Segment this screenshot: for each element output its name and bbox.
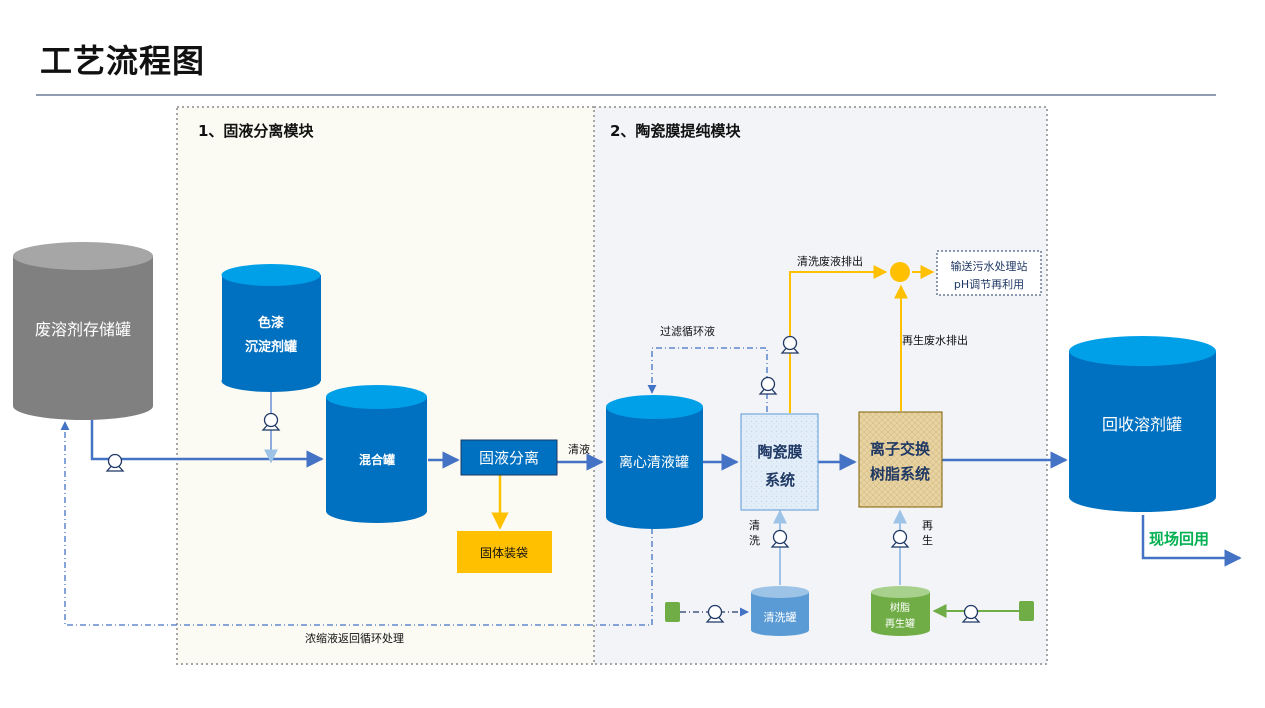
tank-cleaning-label: 清洗罐: [764, 611, 797, 624]
module-ceramic-title: 2、陶瓷膜提纯模块: [610, 122, 741, 140]
tank-cleaning: 清洗罐: [751, 586, 809, 636]
label-regen-discharge: 再生废水排出: [902, 333, 968, 347]
pump-icon: [770, 529, 790, 548]
box-solid-bagging: 固体装袋: [457, 531, 552, 573]
label-concentrate-return: 浓缩液返回循环处理: [305, 631, 404, 645]
tank-paint-settler-label-1: 色漆: [258, 315, 284, 331]
supply-node-right: [1019, 601, 1034, 621]
box-ceramic-membrane-label-2: 系统: [765, 471, 795, 489]
label-filter-loop: 过滤循环液: [660, 324, 715, 338]
pump-icon: [105, 453, 125, 472]
tank-mixing: 混合罐: [326, 385, 427, 523]
label-onsite-reuse: 现场回用: [1149, 530, 1209, 548]
label-regen-2: 生: [922, 533, 933, 547]
box-solid-liquid-separator-label: 固液分离: [479, 449, 539, 467]
tank-centrifuge-clear: 离心清液罐: [606, 395, 703, 529]
pump-icon: [890, 529, 910, 548]
label-clear-liquid: 清液: [568, 442, 590, 456]
tank-paint-settler-label-2: 沉淀剂罐: [245, 339, 297, 355]
tank-resin-regen-label-1: 树脂: [890, 601, 910, 614]
pipe-concentrate-return: [60, 421, 653, 626]
label-wash-discharge: 清洗废液排出: [797, 254, 863, 268]
pump-icon: [758, 376, 778, 395]
tank-paint-settler: 色漆 沉淀剂罐: [221, 264, 321, 392]
tank-waste-solvent: 废溶剂存储罐: [13, 242, 153, 420]
module-ceramic-region: [593, 106, 1048, 665]
box-solid-bagging-label: 固体装袋: [480, 546, 528, 560]
box-ion-exchange: 离子交换 树脂系统: [858, 411, 943, 508]
label-wash-1: 清: [749, 519, 760, 532]
pump-icon: [780, 335, 800, 354]
pump-icon: [261, 412, 281, 431]
tank-mixing-label: 混合罐: [359, 452, 395, 467]
box-sewage-label-1: 输送污水处理站: [951, 259, 1028, 273]
tank-resin-regen-label-2: 再生罐: [885, 617, 915, 630]
box-ion-exchange-label-2: 树脂系统: [870, 465, 930, 483]
box-sewage-label-2: pH调节再利用: [954, 278, 1024, 291]
tank-centrifuge-clear-label: 离心清液罐: [619, 454, 689, 471]
discharge-junction-node: [890, 262, 910, 282]
label-regen-1: 再: [922, 519, 933, 532]
pipe-waste-to-mixing: [90, 420, 324, 468]
page-title: 工艺流程图: [40, 42, 206, 80]
box-ceramic-membrane-label-1: 陶瓷膜: [757, 443, 802, 461]
box-ceramic-membrane: 陶瓷膜 系统: [740, 413, 819, 511]
tank-resin-regen: 树脂 再生罐: [871, 586, 930, 636]
box-ion-exchange-label-1: 离子交换: [870, 440, 931, 458]
supply-node-left: [665, 602, 680, 622]
module-solid-liquid-title: 1、固液分离模块: [198, 122, 314, 140]
pipe-wash-discharge: [789, 265, 888, 413]
box-solid-liquid-separator: 固液分离: [460, 439, 558, 476]
tank-waste-solvent-label: 废溶剂存储罐: [35, 320, 131, 339]
box-sewage-treatment: 输送污水处理站 pH调节再利用: [936, 250, 1042, 296]
pump-icon: [705, 604, 725, 623]
tank-recovered-solvent-label: 回收溶剂罐: [1102, 415, 1182, 434]
label-wash-2: 洗: [749, 534, 760, 547]
tank-recovered-solvent: 回收溶剂罐: [1069, 336, 1216, 512]
pump-icon: [961, 604, 981, 623]
pipe-recovered-to-reuse: [1141, 515, 1242, 567]
